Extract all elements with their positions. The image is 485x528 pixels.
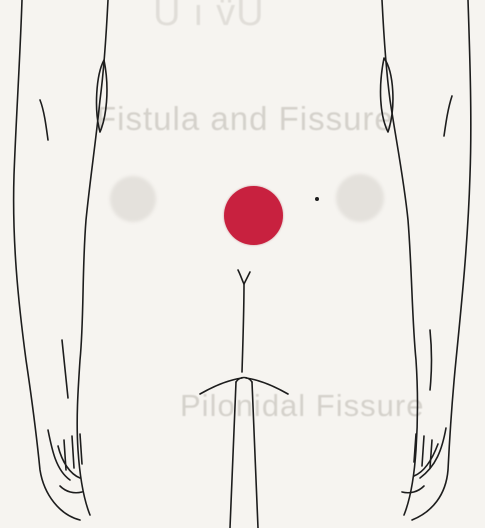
left-finger-line-2 <box>72 436 74 468</box>
gluteal-cleft-top <box>238 270 250 284</box>
right-wrist-crease <box>430 330 432 390</box>
left-hand-line-2 <box>58 446 80 478</box>
gluteal-cleft-line <box>242 284 244 372</box>
left-finger-line-3 <box>80 434 82 464</box>
left-wrist-crease <box>62 340 68 398</box>
left-elbow-crease <box>40 100 48 140</box>
right-arm-outer-contour <box>412 0 471 520</box>
left-arm-outer-contour <box>14 0 80 520</box>
right-hand-line-2 <box>414 444 438 476</box>
left-hand-line-1 <box>48 430 70 480</box>
left-hand-base <box>60 486 82 493</box>
red-point-marker <box>224 186 283 245</box>
right-hand-base <box>402 486 424 493</box>
left-finger-line-1 <box>64 440 66 470</box>
small-speck <box>315 197 319 201</box>
left-elbow-contour <box>97 60 107 132</box>
right-inner-thigh <box>252 382 258 528</box>
right-elbow-crease <box>444 96 452 136</box>
left-arm-inner-contour <box>77 0 108 515</box>
right-finger-line-1 <box>430 440 432 468</box>
right-finger-line-2 <box>422 436 424 466</box>
left-inner-thigh <box>230 382 236 528</box>
right-arm-inner-contour <box>382 0 418 515</box>
